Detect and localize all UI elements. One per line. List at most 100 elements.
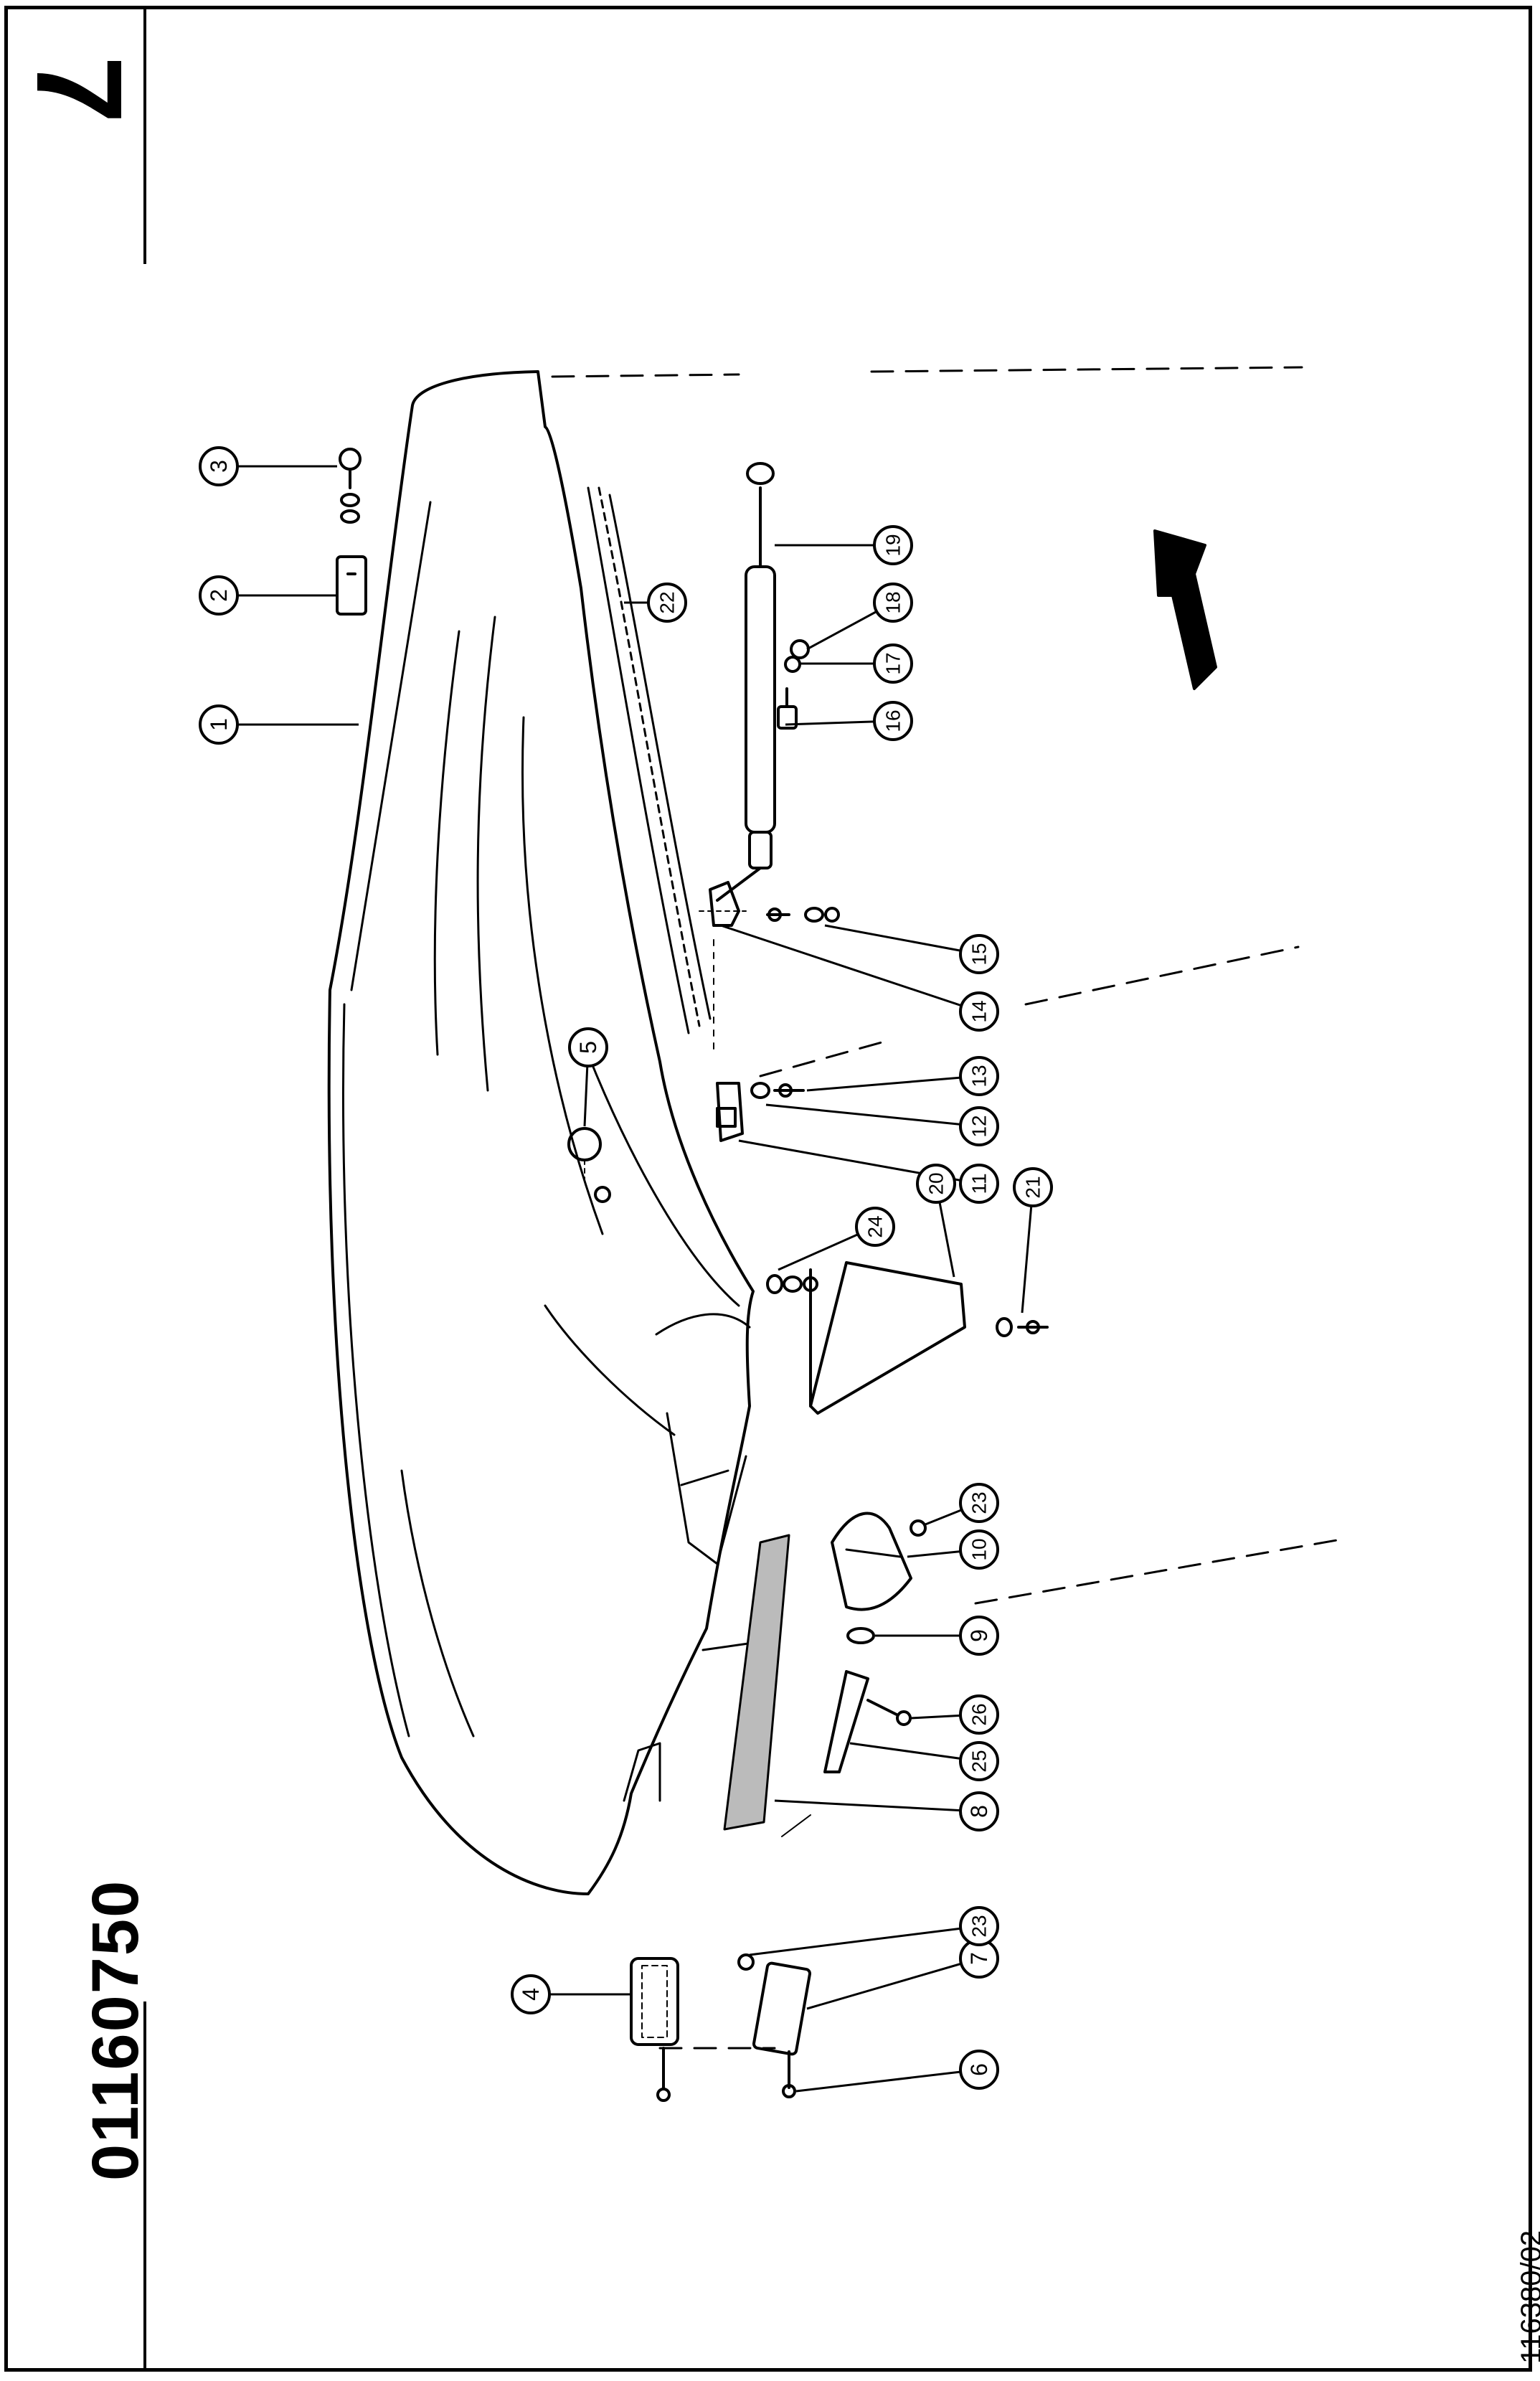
plate-part-7 <box>752 1961 812 2056</box>
callout-c23b: 23 <box>749 1906 999 1956</box>
callout-number: 22 <box>656 591 679 613</box>
callout-leader <box>765 1103 980 1128</box>
callout-number: 2 <box>206 589 232 602</box>
bracket-part-20 <box>809 1261 966 1415</box>
callout-number: 16 <box>882 709 904 732</box>
bolt-part-3 <box>339 448 362 524</box>
callout-c9: 9 <box>875 1616 999 1656</box>
callout-bubble <box>873 583 913 623</box>
callout-number: 9 <box>966 1629 992 1642</box>
page-border <box>4 6 1532 2372</box>
callout-c16: 16 <box>785 701 913 741</box>
latch-part-11 <box>716 1082 744 1142</box>
callout-number: 23 <box>968 1915 991 1937</box>
callout-bubble <box>916 1164 956 1204</box>
callout-number: 14 <box>968 1000 991 1022</box>
callout-number: 13 <box>968 1065 991 1087</box>
callout-number: 6 <box>966 2063 992 2076</box>
callout-bubble <box>1013 1167 1053 1207</box>
callout-c24: 24 <box>778 1207 895 1271</box>
callout-bubble <box>959 1483 999 1523</box>
callout-c22: 22 <box>624 583 687 623</box>
bolt-part-21 <box>996 1317 1049 1337</box>
callout-number: 5 <box>575 1041 601 1054</box>
callout-c20: 20 <box>916 1164 956 1278</box>
callout-bubble <box>959 1791 999 1831</box>
callout-bubble <box>959 991 999 1032</box>
callout-bubble <box>959 1164 999 1204</box>
gas-strut-part-19 <box>716 462 776 902</box>
callout-number: 3 <box>206 460 232 473</box>
title-band-rule-bottom <box>143 2002 146 2371</box>
callout-number: 4 <box>518 1988 544 2001</box>
callout-leader <box>749 1925 980 1956</box>
callout-bubble <box>959 1106 999 1146</box>
callout-c14: 14 <box>720 924 999 1032</box>
callout-leader <box>774 1799 980 1813</box>
callout-c25: 25 <box>849 1741 999 1781</box>
callout-bubble <box>199 575 239 616</box>
callout-number: 23 <box>968 1491 991 1514</box>
callout-c23a: 23 <box>925 1483 999 1526</box>
callout-number: 18 <box>882 591 904 613</box>
callout-bubble <box>568 1027 608 1067</box>
callout-bubble <box>959 934 999 974</box>
callout-c15: 15 <box>824 924 999 974</box>
callout-number: 1 <box>206 718 232 731</box>
fasteners-12-13 <box>750 1082 805 1099</box>
callout-leader <box>720 924 980 1013</box>
callout-number: 15 <box>968 943 991 965</box>
callout-bubble <box>873 643 913 684</box>
callout-leader <box>1021 1187 1034 1314</box>
callout-number: 24 <box>864 1215 887 1237</box>
callout-number: 17 <box>882 652 904 674</box>
plate-part-25 <box>823 1670 869 1773</box>
screw-part-6 <box>782 2050 796 2098</box>
callout-c19: 19 <box>775 525 913 565</box>
callout-bubble <box>199 704 239 745</box>
callout-bubble <box>873 701 913 741</box>
title-band-rule-top <box>143 6 146 264</box>
callout-bubble <box>959 1694 999 1735</box>
callout-number: 26 <box>968 1703 991 1725</box>
callout-leader <box>824 924 980 956</box>
callout-c11: 11 <box>738 1139 999 1204</box>
callout-bubble <box>511 1974 551 2014</box>
callout-c8: 8 <box>774 1791 999 1831</box>
callout-c5: 5 <box>568 1027 608 1127</box>
callout-bubble <box>959 1529 999 1570</box>
callout-c3: 3 <box>199 446 337 486</box>
callout-number: 20 <box>925 1172 948 1194</box>
callout-c4: 4 <box>511 1974 631 2014</box>
callout-leader <box>806 1075 980 1092</box>
callout-c17: 17 <box>800 643 913 684</box>
callout-bubble <box>959 1056 999 1096</box>
callout-c12: 12 <box>765 1103 999 1146</box>
callout-leader <box>849 1742 980 1763</box>
lamp-part-4 <box>630 1957 679 2102</box>
screw-part-26 <box>866 1699 912 1726</box>
callout-number: 7 <box>966 1952 992 1965</box>
callout-bubble <box>873 525 913 565</box>
nut-part-23a <box>910 1519 927 1537</box>
callout-c7: 7 <box>806 1938 999 2010</box>
callout-c18: 18 <box>806 583 913 651</box>
callout-number: 8 <box>966 1805 992 1818</box>
callout-bubble <box>959 2050 999 2090</box>
callout-bubble <box>647 583 687 623</box>
knob-part-5 <box>567 1127 611 1203</box>
callout-bubble <box>959 1741 999 1781</box>
nut-part-23b <box>737 1953 755 1971</box>
callout-c13: 13 <box>806 1056 999 1096</box>
callout-number: 10 <box>968 1538 991 1560</box>
callout-bubble <box>855 1207 895 1247</box>
fasteners-15 <box>766 907 840 923</box>
callout-leader <box>795 2068 980 2093</box>
callout-c26: 26 <box>910 1694 999 1735</box>
callout-number: 11 <box>968 1173 991 1194</box>
callout-c1: 1 <box>199 704 359 745</box>
callout-bubble <box>959 1616 999 1656</box>
